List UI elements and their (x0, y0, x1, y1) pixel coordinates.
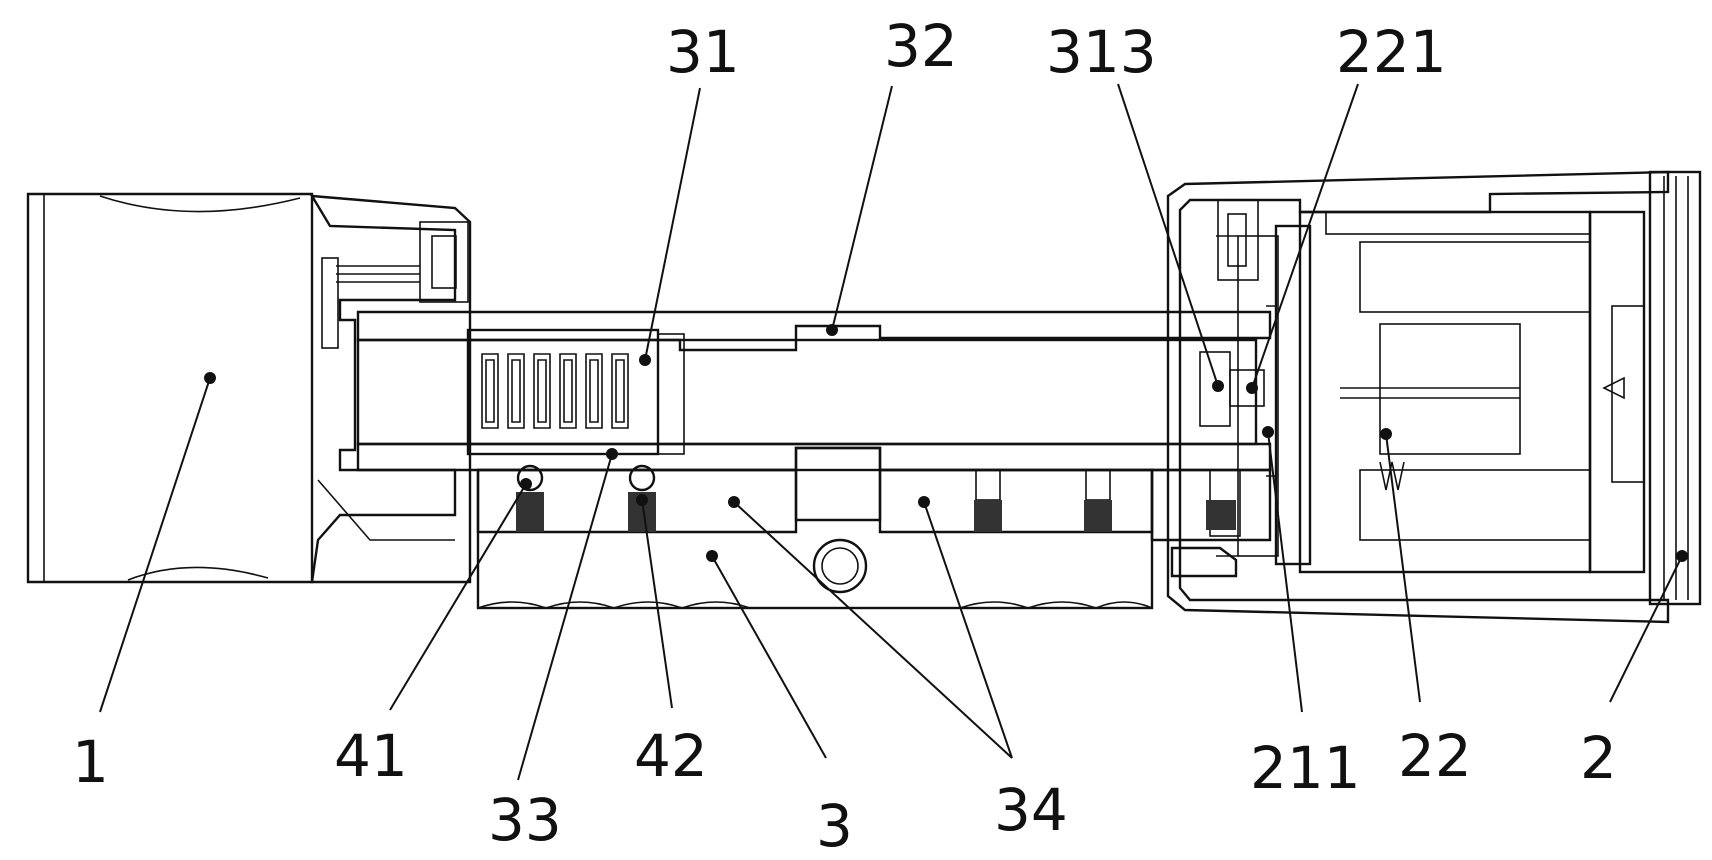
lock-cylinder-body (356, 310, 1272, 472)
label-31: 31 (666, 18, 740, 86)
label-32: 32 (884, 12, 958, 80)
label-3: 3 (816, 792, 853, 860)
label-42: 42 (634, 722, 708, 790)
label-1: 1 (72, 728, 109, 796)
right-body-part-2 (1166, 170, 1702, 624)
leader-lines (99, 83, 1688, 781)
springs-and-balls (516, 464, 1112, 532)
label-34: 34 (994, 776, 1068, 844)
pin-stack (481, 353, 629, 429)
label-211: 211 (1250, 734, 1361, 802)
label-2: 2 (1580, 724, 1617, 792)
right-collar (1150, 199, 1272, 578)
label-41: 41 (334, 722, 408, 790)
lower-housing-part-3 (476, 446, 1154, 610)
label-221: 221 (1336, 18, 1447, 86)
part-labels: 1 41 33 42 3 34 211 22 2 31 32 313 221 (72, 12, 1617, 860)
label-313: 313 (1046, 18, 1157, 86)
left-knob-part-1 (26, 192, 472, 584)
label-33: 33 (488, 786, 562, 854)
label-22: 22 (1398, 722, 1472, 790)
